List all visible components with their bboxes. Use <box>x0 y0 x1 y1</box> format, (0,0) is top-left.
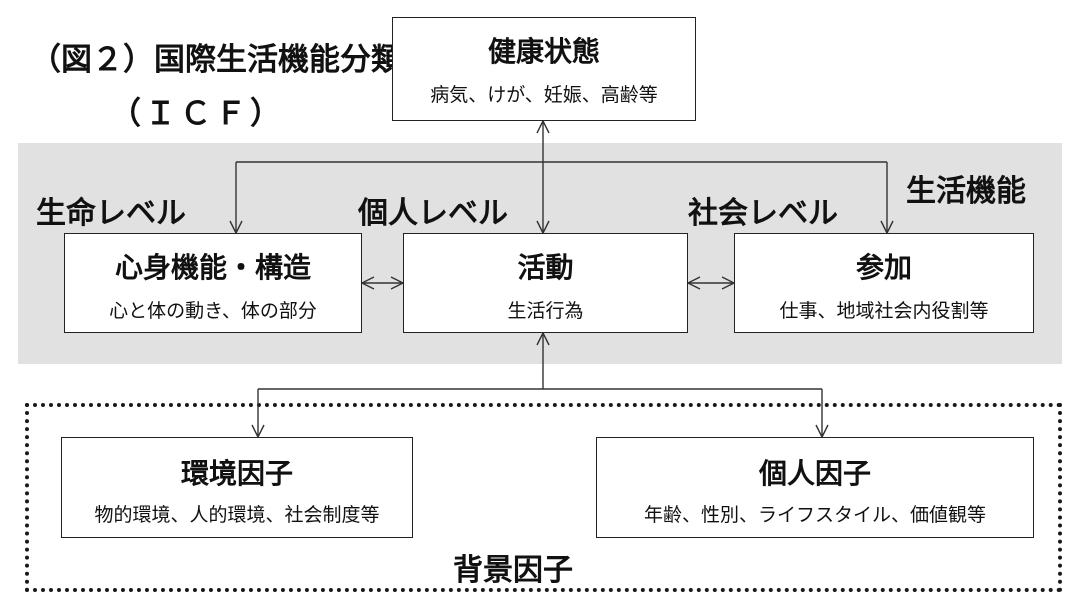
environmental-factors-examples: 物的環境、人的環境、社会制度等 <box>94 504 380 526</box>
activity-title: 活動 <box>517 251 574 284</box>
activity-box: 活動 生活行為 <box>403 233 688 333</box>
functioning-label: 生活機能 <box>906 174 1026 209</box>
health-condition-box: 健康状態 病気、けが、妊娠、高齢等 <box>392 17 696 121</box>
activity-participation-arrowhead-left <box>686 276 701 290</box>
contextual-factors-label: 背景因子 <box>453 553 573 588</box>
environmental-factors-title: 環境因子 <box>180 457 293 490</box>
personal-factors-examples: 年齢、性別、ライフスタイル、価値観等 <box>643 504 986 526</box>
body-function-examples: 心と体の動き、体の部分 <box>109 300 317 322</box>
body-function-title: 心身機能・構造 <box>114 251 311 284</box>
participation-box: 参加 仕事、地域社会内役割等 <box>734 233 1034 333</box>
contextual-factors-border <box>25 403 1062 592</box>
personal-factors-title: 個人因子 <box>758 457 871 490</box>
health-condition-examples: 病気、けが、妊娠、高齢等 <box>430 84 658 106</box>
participation-examples: 仕事、地域社会内役割等 <box>779 300 989 322</box>
context-arrowhead-up <box>536 331 550 346</box>
activity-examples: 生活行為 <box>507 300 584 322</box>
environmental-factors-box: 環境因子 物的環境、人的環境、社会制度等 <box>61 437 413 538</box>
figure-title-icf: （ＩＣＦ） <box>110 96 285 132</box>
personal-factors-box: 個人因子 年齢、性別、ライフスタイル、価値観等 <box>596 437 1034 538</box>
health-condition-title: 健康状態 <box>487 35 600 68</box>
life-level-label: 生命レベル <box>36 196 186 231</box>
figure-title: （図２）国際生活機能分類 <box>30 42 402 78</box>
body-activity-arrowhead-left <box>360 276 375 290</box>
social-level-label: 社会レベル <box>688 196 838 231</box>
personal-level-label: 個人レベル <box>358 196 508 231</box>
health-arrowhead-up <box>536 119 550 134</box>
body-function-box: 心身機能・構造 心と体の動き、体の部分 <box>64 233 362 333</box>
participation-title: 参加 <box>855 251 912 284</box>
